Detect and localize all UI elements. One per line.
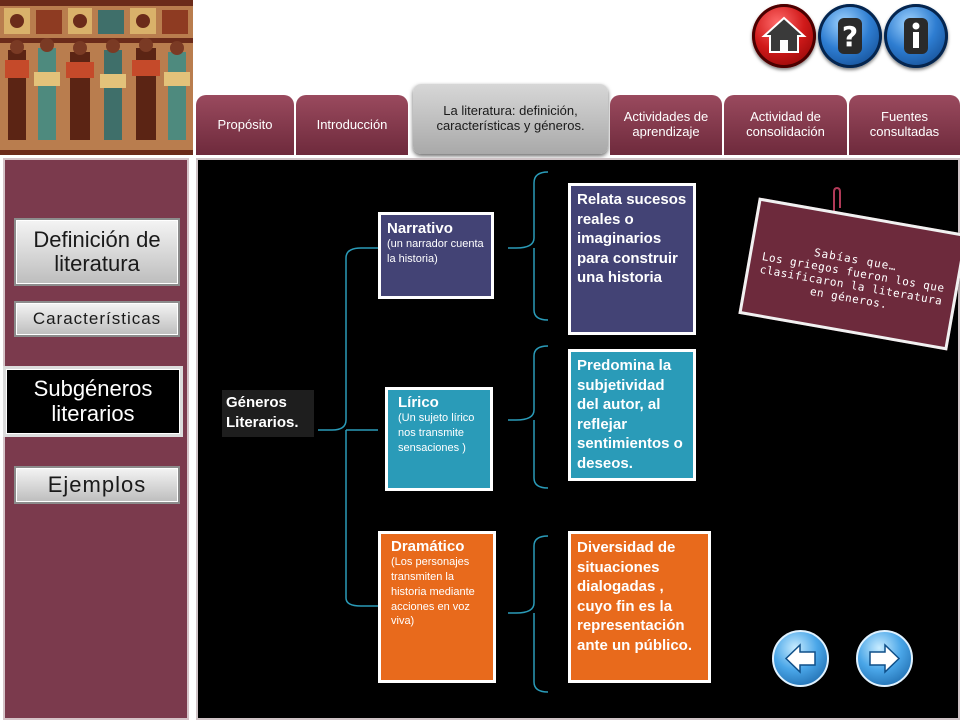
sidebar-item-label: Definición de literatura [33,226,161,276]
arrow-right-icon [869,643,901,674]
info-icon [904,18,928,54]
genre-description-narrativo: Relata sucesos reales o imaginarios para… [568,183,696,335]
back-button[interactable] [772,630,829,687]
genre-box-lirico: Lírico (Un sujeto lírico nos transmite s… [385,387,493,491]
genre-title: Lírico [398,394,439,411]
tab-label: Actividad de consolidación [746,109,825,139]
tab-label: Propósito [217,116,273,132]
help-button[interactable]: ? [818,4,882,68]
tab-introduccion[interactable]: Introducción [296,95,408,155]
question-icon: ? [838,18,862,54]
tab-label: Fuentes consultadas [869,109,940,139]
home-button[interactable] [752,4,816,68]
tab-actividades-de-aprendizaje[interactable]: Actividades de aprendizaje [610,95,722,155]
sidebar-item-label: Ejemplos [47,471,147,497]
sidebar-item-definicion[interactable]: Definición de literatura [14,218,180,286]
genre-subtitle: (Un sujeto lírico nos transmite sensacio… [398,412,475,454]
genre-description-text: Relata sucesos reales o imaginarios para… [577,191,687,286]
tab-la-literatura[interactable]: La literatura: definición, característic… [413,84,608,154]
sidebar-item-label: Características [32,308,162,328]
arrow-left-icon [784,643,816,674]
tab-fuentes-consultadas[interactable]: Fuentes consultadas [849,95,960,155]
diagram-connectors [318,171,549,693]
mural-header-image [0,0,193,155]
sidebar-item-label: Subgéneros literarios [33,376,153,426]
paperclip-icon [833,186,841,214]
info-button[interactable] [884,4,948,68]
tab-label: Introducción [316,116,388,132]
forward-button[interactable] [856,630,913,687]
tab-proposito[interactable]: Propósito [196,95,294,155]
sidebar-item-caracteristicas[interactable]: Características [14,301,180,337]
genre-description-text: Predomina la subjetividad del autor, al … [577,357,683,472]
genre-box-narrativo: Narrativo (un narrador cuenta la histori… [378,212,494,299]
tab-actividad-de-consolidacion[interactable]: Actividad de consolidación [724,95,847,155]
diagram-root-text: Géneros Literarios. [226,394,299,432]
genre-description-lirico: Predomina la subjetividad del autor, al … [568,349,696,481]
genre-title: Narrativo [387,220,453,237]
sidebar-item-subgeneros[interactable]: Subgéneros literarios [3,366,183,437]
diagram-root-label: Géneros Literarios. [222,390,314,437]
tab-label: Actividades de aprendizaje [623,109,709,139]
genre-description-text: Diversidad de situaciones dialogadas , c… [577,539,692,654]
genre-subtitle: (Los personajes transmiten la historia m… [391,556,475,628]
genre-box-dramatico: Dramático (Los personajes transmiten la … [378,531,496,683]
home-icon [761,16,807,53]
genre-subtitle: (un narrador cuenta la historia) [387,238,484,265]
svg-text:?: ? [842,20,858,53]
genre-title: Dramático [391,538,465,555]
sidebar-item-ejemplos[interactable]: Ejemplos [14,466,180,504]
genre-description-dramatico: Diversidad de situaciones dialogadas , c… [568,531,711,683]
tab-label: La literatura: definición, característic… [436,103,585,133]
